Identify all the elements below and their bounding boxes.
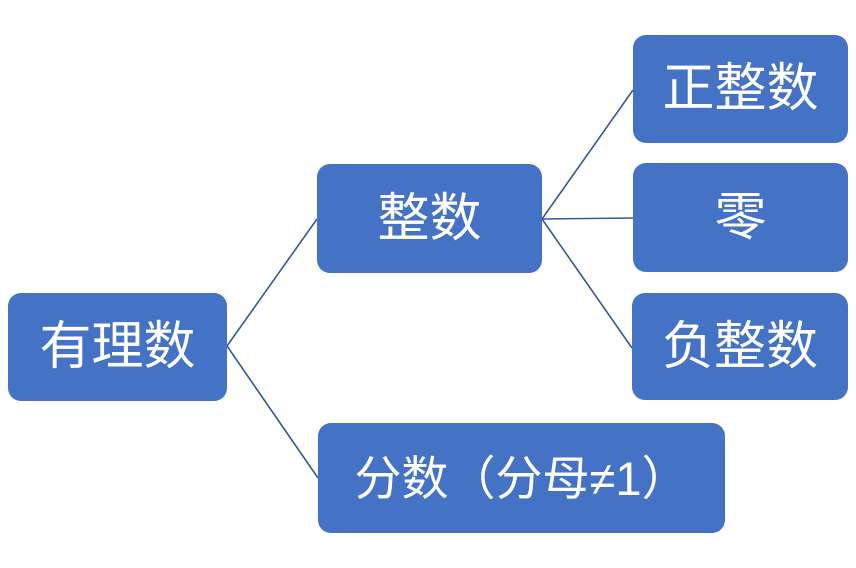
node-positive-integers-label: 正整数	[662, 60, 819, 118]
connector-integers-negative	[541, 218, 633, 349]
connector-root-fractions	[226, 345, 319, 479]
connector-integers-zero	[541, 217, 634, 220]
node-integers-label: 整数	[377, 189, 482, 248]
node-negative-integers-label: 负整数	[661, 317, 818, 376]
node-rational-numbers: 有理数	[8, 293, 227, 401]
node-integers: 整数	[317, 164, 542, 273]
node-negative-integers: 负整数	[632, 293, 848, 400]
node-fractions-label: 分数（分母≠1）	[354, 451, 689, 505]
node-positive-integers: 正整数	[633, 35, 848, 143]
node-zero-label: 零	[714, 188, 767, 247]
node-fractions: 分数（分母≠1）	[318, 423, 725, 533]
node-zero: 零	[633, 163, 848, 272]
connector-root-integers	[226, 218, 318, 347]
connector-integers-positive	[541, 89, 634, 220]
node-rational-numbers-label: 有理数	[39, 318, 196, 376]
